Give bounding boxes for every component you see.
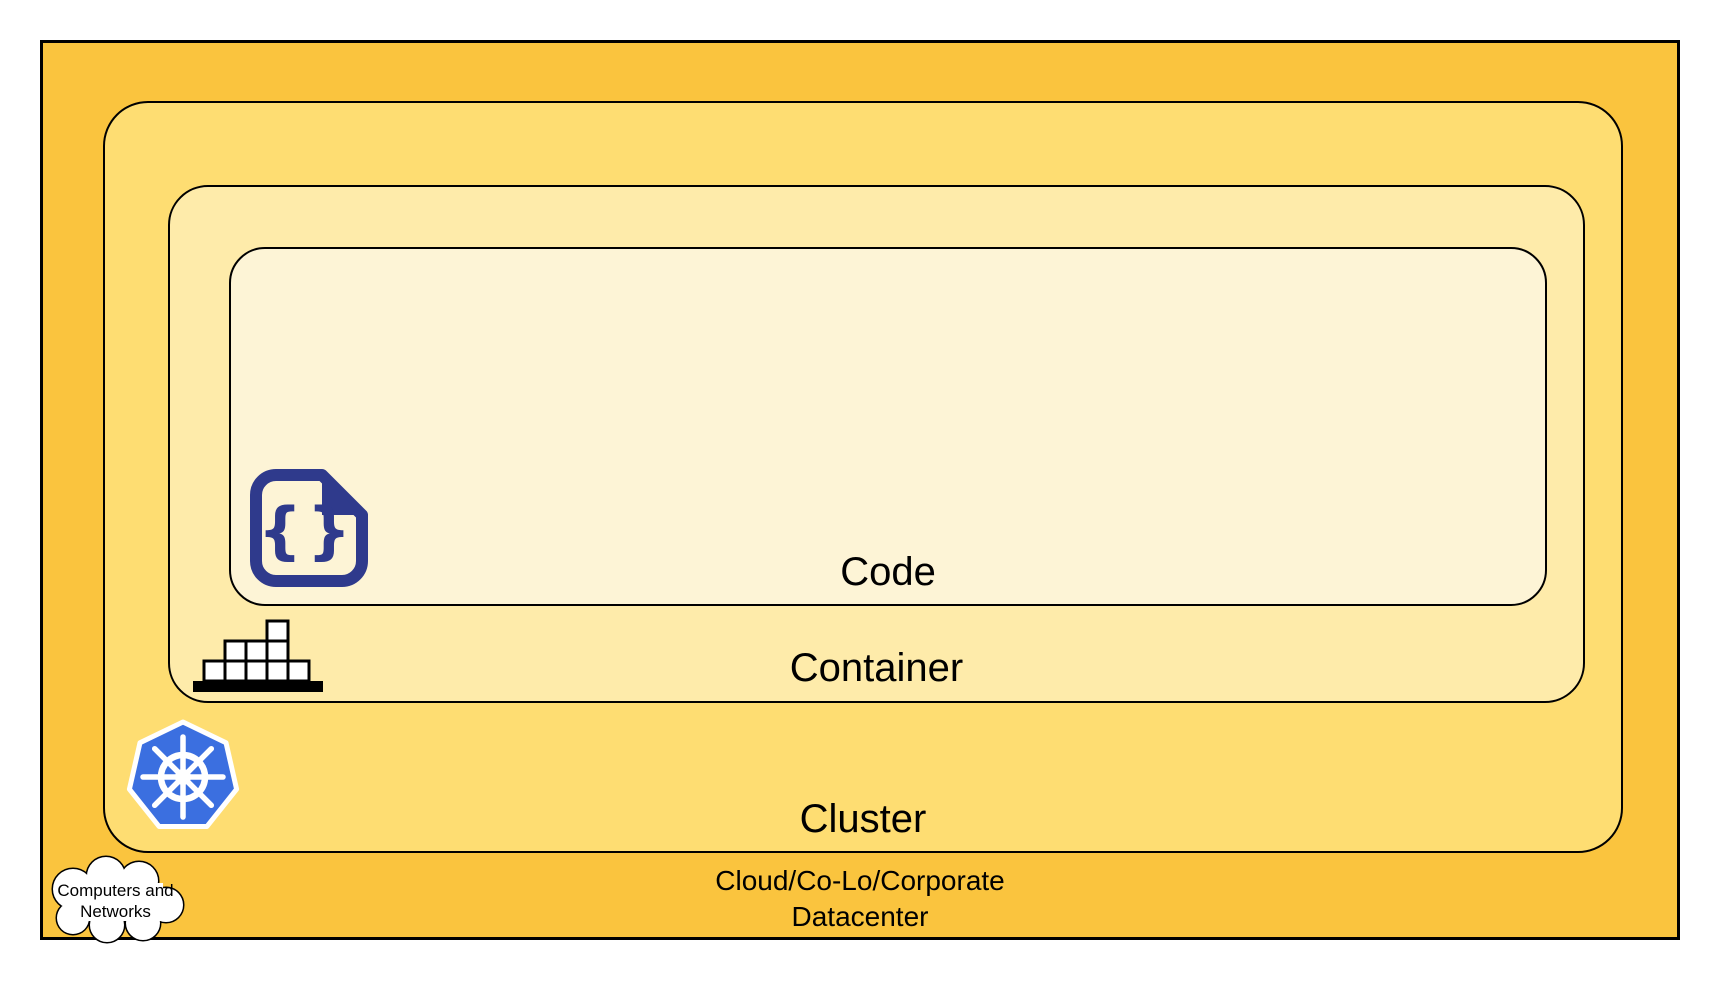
container-label: Container bbox=[789, 646, 964, 690]
datacenter-box: {} Code bbox=[40, 40, 1680, 944]
cluster-box: {} Code bbox=[103, 101, 1623, 853]
datacenter-label-line2: Datacenter bbox=[791, 901, 929, 932]
code-file-icon: {} bbox=[250, 469, 368, 587]
container-box: {} Code bbox=[168, 185, 1585, 703]
cloud-icon bbox=[51, 855, 185, 944]
datacenter-label-line1: Cloud/Co-Lo/Corporate bbox=[715, 865, 1005, 896]
cloud-label: Computers and Networks bbox=[43, 855, 188, 945]
datacenter-label: Cloud/Co-Lo/Corporate Datacenter bbox=[43, 863, 1677, 935]
code-braces-glyph: {} bbox=[258, 494, 356, 567]
container-blocks-icon bbox=[193, 619, 323, 692]
cloud-label-line2: Networks bbox=[80, 902, 151, 921]
computers-networks-cloud: Computers and Networks bbox=[43, 855, 188, 945]
kubernetes-icon bbox=[126, 719, 240, 829]
cluster-label: Cluster bbox=[799, 797, 927, 841]
code-box: {} Code bbox=[229, 247, 1547, 606]
cloud-label-line1: Computers and bbox=[57, 881, 174, 900]
code-label: Code bbox=[840, 550, 936, 594]
